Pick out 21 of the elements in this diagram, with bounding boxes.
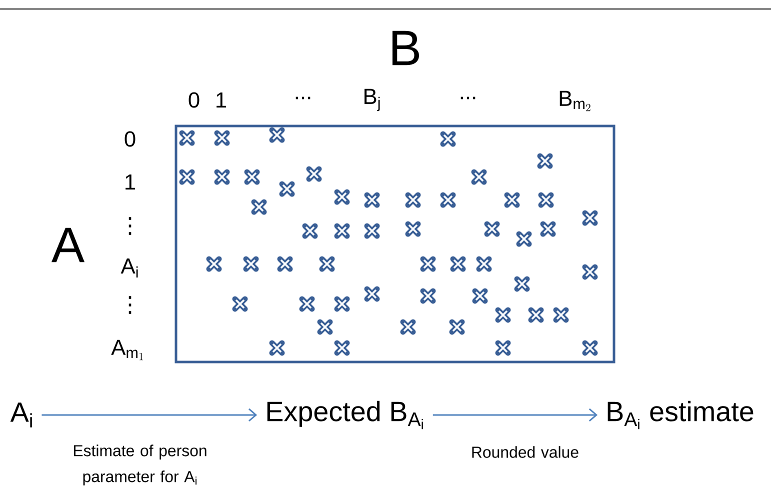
column-label: B$_{j}$ xyxy=(364,88,380,112)
row-label: A$_{i}$ xyxy=(120,258,138,278)
row-label: $\mathrm{A}_{\mathrm{m}_{1}}$ xyxy=(111,340,144,360)
flow-term: A$_{i}$ xyxy=(10,402,32,428)
column-label: $\mathrm{B}_{\mathrm{m}_{2}}$ xyxy=(560,90,590,112)
column-label: 1 xyxy=(216,92,226,108)
row-label: ⋮ xyxy=(128,296,132,314)
column-label: 0 xyxy=(188,92,200,108)
edge-label: Estimate of person parameter for A$_{i}$ xyxy=(74,444,206,486)
column-label: ... xyxy=(296,96,310,100)
row-label: 0 xyxy=(124,131,136,147)
row-label: ⋮ xyxy=(128,217,132,235)
column-label: ... xyxy=(460,96,476,100)
axis-title: B xyxy=(392,30,419,66)
flow-term: $\mathrm{B}_{\mathrm{A}_{\mathrm{i}}}\ \mathrm{estimate}$ xyxy=(608,400,754,430)
edge-label: Rounded value xyxy=(472,446,578,458)
arrow xyxy=(42,408,258,422)
flow-term: $\mathrm{Expected}\ \mathrm{B}_{\mathrm{A}_{\mathrm{i}}}$ xyxy=(267,400,423,430)
row-label: 1 xyxy=(126,174,136,190)
arrow xyxy=(432,408,598,422)
axis-title: A xyxy=(52,228,85,262)
